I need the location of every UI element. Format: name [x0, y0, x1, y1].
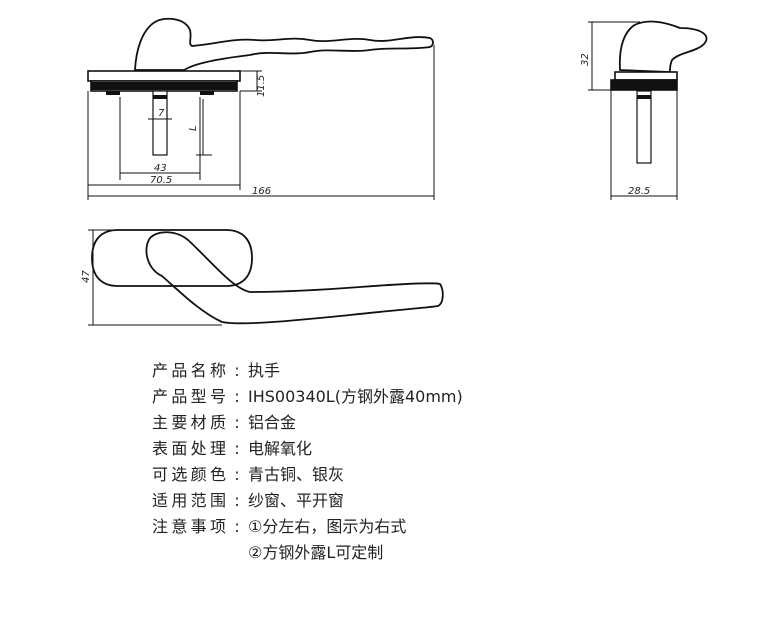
technical-drawing: 7 L 11.5 43 70.5 166 32 28.5 47: [81, 17, 708, 326]
side-view: 32 28.5: [580, 20, 708, 200]
spec-row: 注意事项: ①分左右，图示为右式: [152, 514, 463, 540]
spec-note-continuation-row: ②方钢外露L可定制: [152, 540, 463, 566]
top-view-rosette: [91, 229, 253, 287]
spec-row: 表面处理: 电解氧化: [152, 436, 463, 462]
spec-note-continuation: ②方钢外露L可定制: [248, 543, 384, 562]
spec-row: 产品名称: 执手: [152, 358, 463, 384]
dim-7: 7: [158, 108, 165, 119]
spec-row: 适用范围: 纱窗、平开窗: [152, 488, 463, 514]
spec-list: 产品名称: 执手 产品型号: IHS00340L(方钢外露40mm) 主要材质: 铝合…: [152, 358, 463, 566]
dim-43: 43: [154, 163, 167, 174]
spec-label: 产品型号: [152, 387, 226, 406]
front-view-spindle: [152, 90, 168, 156]
spec-label: 适用范围: [152, 491, 226, 510]
dim-11-5: 11.5: [256, 75, 267, 97]
side-view-lever: [618, 20, 708, 73]
spec-label: 注意事项: [152, 517, 226, 536]
spec-value: 电解氧化: [248, 439, 313, 458]
spec-separator: :: [234, 387, 240, 406]
spec-row: 可选颜色: 青古铜、银灰: [152, 462, 463, 488]
spec-label: 可选颜色: [152, 465, 226, 484]
dim-47: 47: [81, 270, 92, 283]
spec-separator: :: [234, 361, 240, 380]
spec-value: 执手: [248, 361, 281, 380]
dim-32: 32: [580, 53, 591, 66]
spec-separator: :: [234, 517, 240, 536]
side-view-spindle: [636, 90, 652, 164]
spec-separator: :: [234, 491, 240, 510]
dim-70-5: 70.5: [150, 175, 172, 186]
spec-value: IHS00340L(方钢外露40mm): [248, 387, 463, 406]
dim-28-5: 28.5: [628, 186, 650, 197]
front-view-lever: [134, 17, 434, 71]
spec-value: 青古铜、银灰: [248, 465, 345, 484]
spec-separator: :: [234, 413, 240, 432]
spec-row: 主要材质: 铝合金: [152, 410, 463, 436]
spec-value: ①分左右，图示为右式: [248, 517, 407, 536]
spec-label: 主要材质: [152, 413, 226, 432]
spec-label: 表面处理: [152, 439, 226, 458]
spec-separator: :: [234, 465, 240, 484]
front-view: 7 L 11.5 43 70.5 166: [87, 17, 435, 200]
spec-separator: :: [234, 439, 240, 458]
dim-L: L: [188, 125, 199, 131]
top-view-lever: [145, 231, 444, 325]
spec-value: 纱窗、平开窗: [248, 491, 345, 510]
spec-label: 产品名称: [152, 361, 226, 380]
dim-166: 166: [252, 186, 271, 197]
front-view-rosette: [87, 70, 241, 82]
spec-value: 铝合金: [248, 413, 297, 432]
top-view: 47: [81, 229, 444, 326]
spec-row: 产品型号: IHS00340L(方钢外露40mm): [152, 384, 463, 410]
